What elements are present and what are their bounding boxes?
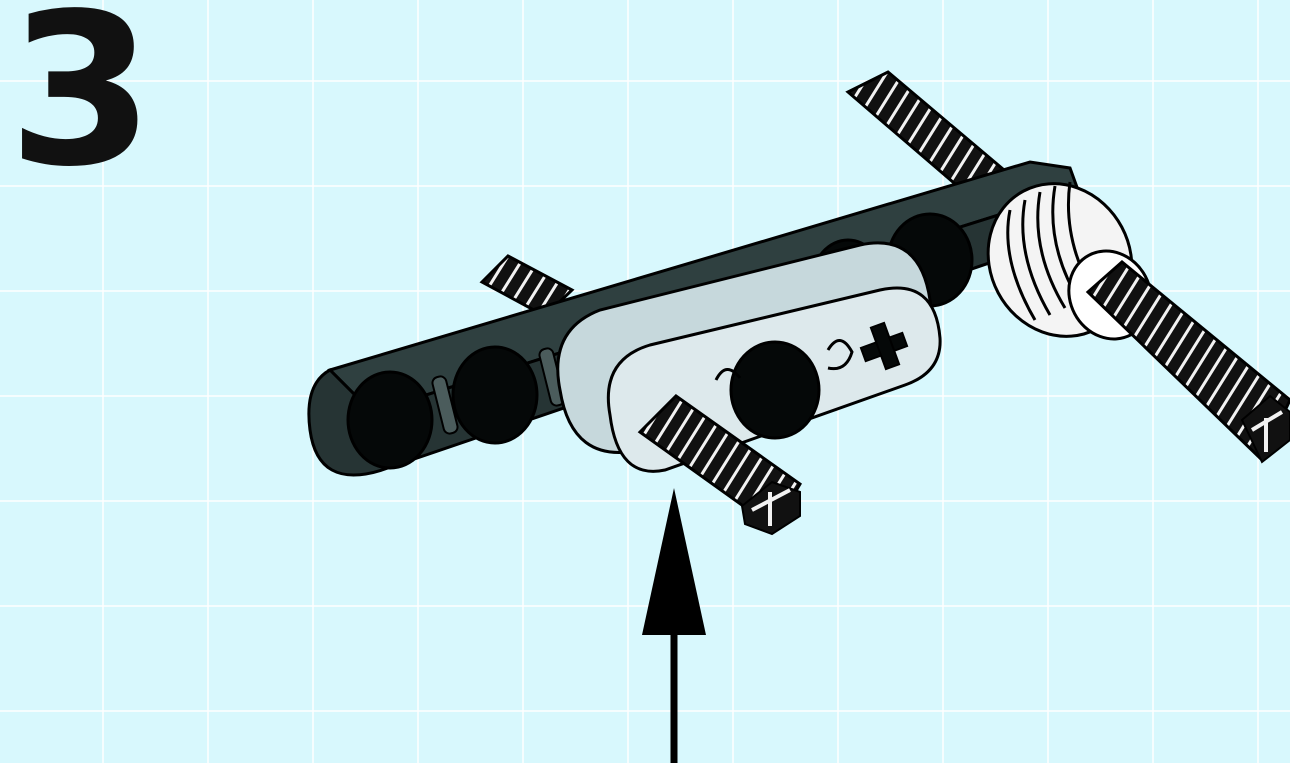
- beam-hole: [453, 347, 537, 443]
- beam-hole: [731, 342, 819, 438]
- beam-hole: [348, 372, 432, 468]
- light-technic-beam: [558, 243, 940, 471]
- up-arrow-icon: [642, 488, 706, 763]
- long-axle-front: [1088, 262, 1290, 462]
